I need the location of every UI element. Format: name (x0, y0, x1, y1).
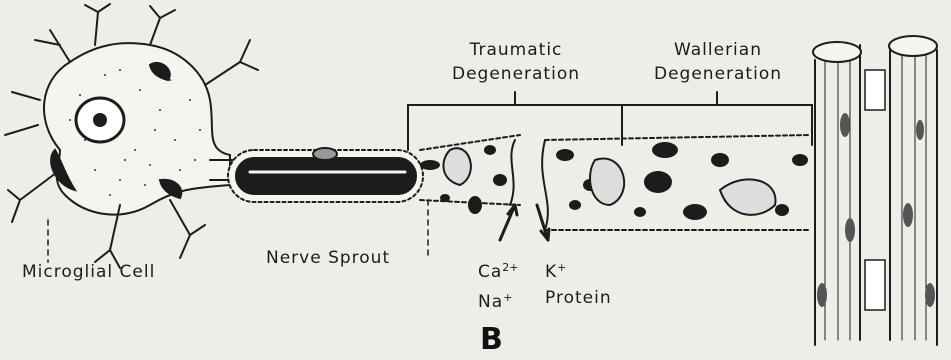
potassium-charge: + (557, 261, 566, 274)
microglial-cell-label: Microglial Cell (22, 262, 155, 282)
sodium-symbol: Na (478, 292, 503, 312)
sodium-charge: + (503, 291, 512, 304)
potassium-symbol: K (545, 262, 557, 282)
calcium-ion-label: Ca2+ (478, 258, 519, 282)
calcium-symbol: Ca (478, 262, 502, 282)
sodium-ion-label: Na+ (478, 288, 512, 312)
potassium-ion-label: K+ (545, 258, 566, 282)
neuron-cell-body (5, 4, 258, 268)
muscle-fibers (813, 36, 937, 345)
wallerian-label-line2: Degeneration (654, 64, 782, 84)
wallerian-label-line1: Wallerian (674, 40, 762, 60)
wallerian-degeneration-region (542, 135, 810, 230)
traumatic-label-line1: Traumatic (470, 40, 563, 60)
panel-letter: B (480, 322, 503, 357)
calcium-charge: 2+ (502, 261, 518, 274)
protein-label: Protein (545, 288, 612, 308)
myelin-sheath (228, 148, 423, 202)
nerve-sprout-label: Nerve Sprout (266, 248, 390, 268)
traumatic-degeneration-region (420, 135, 520, 214)
traumatic-label-line2: Degeneration (452, 64, 580, 84)
